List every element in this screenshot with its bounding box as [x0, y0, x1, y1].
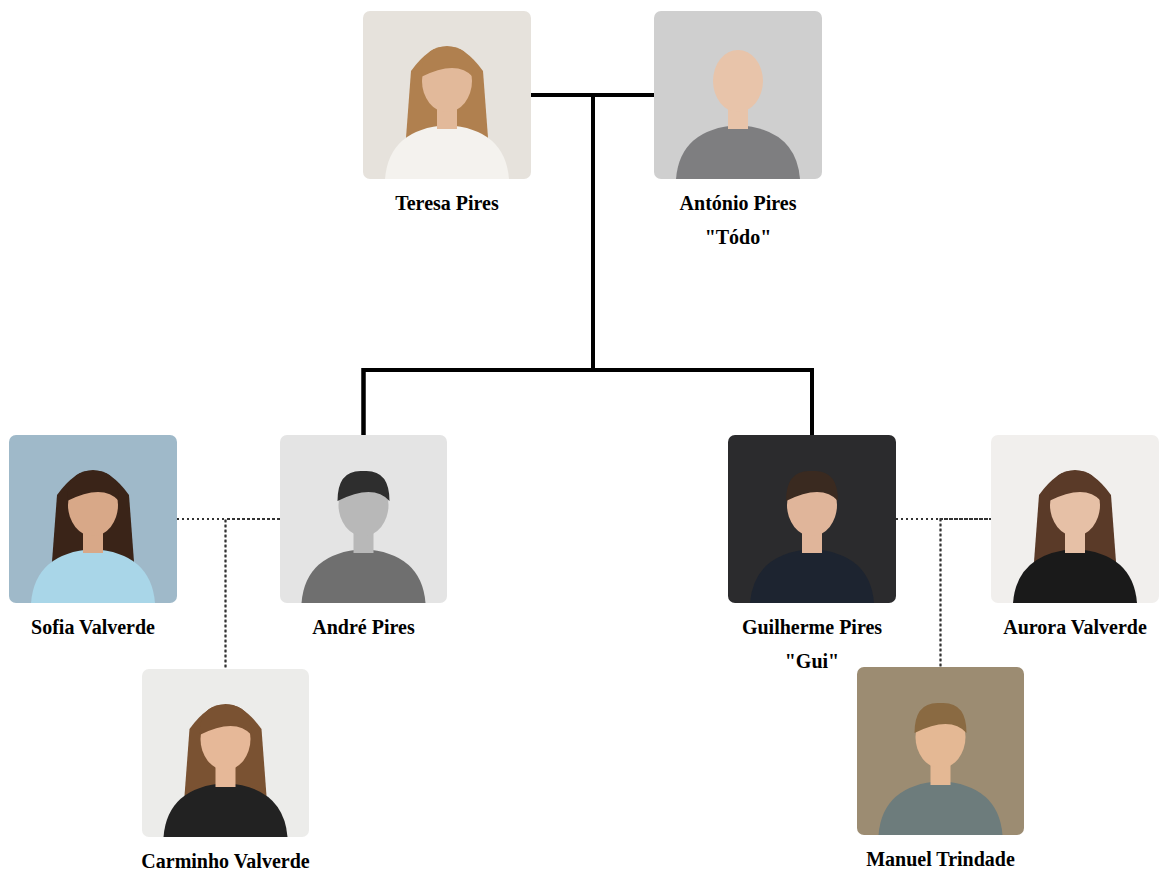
name-caption: Guilherme Pires"Gui": [742, 615, 882, 673]
person-name: Carminho Valverde: [141, 849, 309, 873]
name-caption: André Pires: [312, 615, 414, 639]
portrait-placeholder: [728, 435, 896, 603]
partner-line: [896, 519, 941, 667]
person-tile: André Pires: [280, 435, 447, 603]
portrait-placeholder: [857, 667, 1024, 835]
person-name: Guilherme Pires: [742, 615, 882, 639]
person-name: Sofia Valverde: [31, 615, 155, 639]
person-name: António Pires: [680, 191, 797, 215]
name-caption: António Pires "Tódo": [680, 191, 797, 249]
person-tile: Carminho Valverde: [142, 669, 309, 837]
portrait-placeholder: [9, 435, 177, 603]
portrait-placeholder: [142, 669, 309, 837]
name-caption: Aurora Valverde: [1003, 615, 1147, 639]
name-caption: Carminho Valverde: [141, 849, 309, 873]
person-tile: Sofia Valverde: [9, 435, 177, 603]
portrait-placeholder: [654, 11, 822, 179]
person-name: "Tódo": [680, 225, 797, 249]
portrait-placeholder: [991, 435, 1159, 603]
person-name: Manuel Trindade: [866, 847, 1015, 871]
person-tile: António Pires"Tódo": [654, 11, 822, 179]
name-caption: Teresa Pires: [395, 191, 499, 215]
person-name: Aurora Valverde: [1003, 615, 1147, 639]
partner-line: [177, 519, 226, 669]
person-tile: Manuel Trindade: [857, 667, 1024, 835]
person-tile: Guilherme Pires"Gui": [728, 435, 896, 603]
partner-line: [896, 518, 991, 520]
person-name: André Pires: [312, 615, 414, 639]
family-line: [364, 95, 594, 435]
portrait-placeholder: [280, 435, 447, 603]
partner-line: [941, 519, 992, 667]
person-name: Teresa Pires: [395, 191, 499, 215]
name-caption: Sofia Valverde: [31, 615, 155, 639]
portrait-placeholder: [363, 11, 531, 179]
family-line: [593, 95, 812, 435]
person-tile: Aurora Valverde: [991, 435, 1159, 603]
person-tile: Teresa Pires: [363, 11, 531, 179]
name-caption: Manuel Trindade: [866, 847, 1015, 871]
partner-line: [226, 519, 281, 669]
